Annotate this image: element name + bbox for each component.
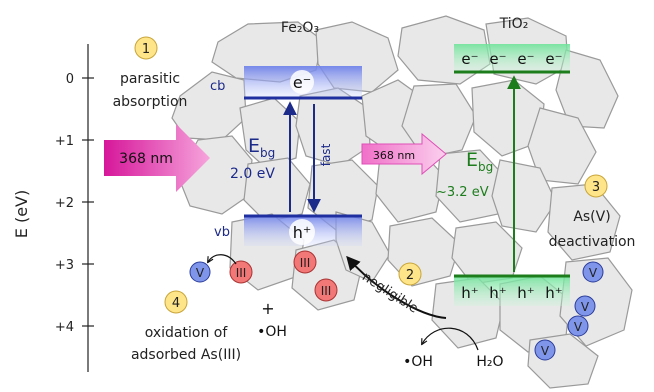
fe2o3-electron: e⁻ [293, 73, 311, 92]
step-1-badge [134, 36, 158, 60]
tio2-electron-2: e⁻ [489, 50, 506, 68]
axis-tick-label-2: +2 [55, 196, 74, 211]
tio2-cb-glow [454, 44, 570, 72]
as3-species: III III III [229, 250, 338, 302]
axis-label: E (eV) [12, 190, 31, 238]
step-1-number: 1 [142, 42, 150, 57]
light-368nm-small: 368 nm [361, 132, 447, 176]
tio2-band-structure: e⁻ e⁻ e⁻ e⁻ h⁺ h⁺ h⁺ h⁺ Ebg ~3.2 eV [436, 44, 570, 306]
as5-label: V [541, 344, 550, 358]
as5-species: V V V V V [189, 261, 604, 361]
oxidation-arrow [208, 254, 237, 265]
grain [491, 159, 557, 233]
big-light-arrow-label: 368 nm [119, 151, 173, 167]
grain [171, 71, 247, 141]
as5-label: V [196, 266, 205, 280]
vb-label: vb [214, 225, 230, 240]
as5-label: V [581, 300, 590, 314]
step-3: 3 As(V) deactivation [549, 174, 636, 250]
step-3-line1: As(V) [573, 209, 610, 225]
grain [243, 157, 311, 223]
step-1-line1: parasitic [120, 71, 180, 87]
step-4: 4 oxidation of adsorbed As(III) [131, 290, 241, 363]
step-4-number: 4 [172, 296, 180, 311]
tio2-hole-2: h⁺ [489, 284, 506, 302]
fe2o3-hole: h⁺ [293, 223, 312, 242]
water-oxidation-arrow [422, 327, 479, 351]
small-light-arrow-label: 368 nm [373, 149, 415, 162]
as3-marker [229, 260, 253, 284]
step-4-line2: adsorbed As(III) [131, 347, 241, 363]
tio2-hole-1: h⁺ [461, 284, 478, 302]
hydroxyl-radical-right: •OH [403, 354, 433, 370]
as5-label: V [589, 266, 598, 280]
tio2-vb-glow [454, 276, 570, 306]
axis-tick-label-0: 0 [66, 72, 74, 87]
fe2o3-band-structure: cb vb e⁻ h⁺ fast Ebg 2.0 eV [210, 66, 362, 246]
electron-marker [290, 70, 314, 94]
big-light-arrow [104, 124, 210, 192]
hole-marker [289, 219, 315, 245]
energy-axis: 0 +1 +2 +3 +4 E (eV) [12, 44, 94, 372]
step-4-badge [164, 290, 188, 314]
fe2o3-gap-value: 2.0 eV [230, 166, 275, 182]
fe2o3-label: Fe₂O₃ [281, 20, 319, 36]
plus-sign: + [261, 299, 274, 318]
as5-marker [189, 261, 211, 283]
as3-marker [314, 278, 338, 302]
tio2-gap-value: ~3.2 eV [436, 185, 489, 200]
axis-tick-label-4: +4 [55, 320, 74, 335]
as5-marker [574, 295, 596, 317]
grain [527, 107, 597, 185]
hole-transfer-arrow [346, 255, 447, 319]
as5-marker [582, 261, 604, 283]
grain [295, 87, 371, 167]
tio2-electron-1: e⁻ [461, 50, 478, 68]
as5-label: V [574, 320, 583, 334]
axis-tick-label-3: +3 [55, 258, 74, 273]
tio2-hole-4: h⁺ [545, 284, 562, 302]
fast-label: fast [319, 143, 333, 166]
tio2-electron-4: e⁻ [545, 50, 562, 68]
light-368nm-large: 368 nm [104, 124, 210, 192]
step-3-number: 3 [592, 180, 600, 195]
step-3-line2: deactivation [549, 234, 636, 250]
step-1: 1 parasitic absorption [113, 36, 188, 110]
as5-marker [567, 315, 589, 337]
grain [555, 49, 619, 129]
as3-marker [293, 250, 317, 274]
hydroxyl-radical-left: •OH [257, 324, 287, 340]
as5-marker [534, 339, 556, 361]
water-label: H₂O [476, 354, 503, 370]
axis-tick-label-1: +1 [55, 134, 74, 149]
tio2-label: TiO₂ [499, 16, 529, 32]
tio2-electron-3: e⁻ [517, 50, 534, 68]
step-1-line2: absorption [113, 94, 188, 110]
step-2-badge [398, 262, 422, 286]
fe2o3-gap-label: Ebg [248, 135, 275, 160]
as3-label: III [300, 256, 311, 270]
as3-label: III [236, 266, 247, 280]
step-3-badge [584, 174, 608, 198]
step-4-line1: oxidation of [145, 325, 229, 341]
small-light-arrow [361, 132, 447, 176]
step-2-number: 2 [406, 268, 414, 283]
as3-label: III [321, 284, 332, 298]
tio2-hole-3: h⁺ [517, 284, 534, 302]
tio2-gap-label: Ebg [466, 149, 493, 174]
grain [401, 83, 477, 159]
cb-label: cb [210, 79, 225, 94]
